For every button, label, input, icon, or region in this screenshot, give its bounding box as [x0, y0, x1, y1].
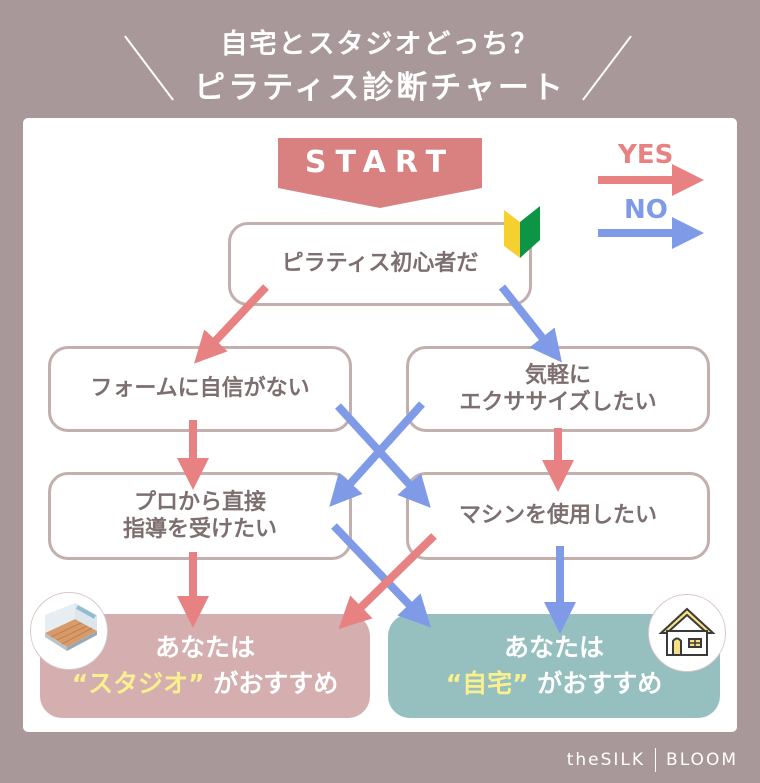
- brand-left: theSILK: [566, 750, 646, 770]
- question-beginner: ピラティス初心者だ: [228, 222, 532, 306]
- question-casual-exercise: 気軽に エクササイズしたい: [406, 346, 710, 432]
- question-pro-instruction-line2: 指導を受けたい: [122, 517, 277, 542]
- result-studio-suffix: がおすすめ: [204, 669, 339, 698]
- question-use-machine: マシンを使用したい: [406, 472, 710, 560]
- question-use-machine-text: マシンを使用したい: [458, 503, 657, 529]
- question-casual-exercise-line2: エクササイズしたい: [459, 390, 657, 415]
- question-pro-instruction-line1: プロから直接: [133, 489, 266, 515]
- legend-no-label: NO: [624, 195, 668, 225]
- brand-logo: theSILK BLOOM: [567, 748, 738, 772]
- legend-yes-label: YES: [618, 140, 674, 170]
- studio-room-icon: [30, 592, 108, 670]
- question-form-confidence-text: フォームに自信がない: [90, 376, 310, 402]
- question-casual-exercise-line1: 気軽に: [524, 362, 591, 388]
- brand-right: BLOOM: [666, 750, 738, 770]
- result-studio-highlight: “スタジオ”: [71, 669, 205, 698]
- result-home-line2: “自宅” がおすすめ: [446, 666, 663, 702]
- result-home-line1: あなたは: [503, 632, 604, 662]
- question-form-confidence: フォームに自信がない: [48, 346, 352, 432]
- question-pro-instruction: プロから直接 指導を受けたい: [48, 472, 352, 560]
- page-title-line2: ピラティス診断チャート: [194, 70, 566, 106]
- house-icon: [648, 594, 726, 672]
- result-studio-line2: “スタジオ” がおすすめ: [72, 666, 339, 702]
- brand-separator: [655, 748, 657, 772]
- result-home-highlight: “自宅”: [445, 669, 529, 698]
- start-banner: START: [278, 138, 482, 188]
- page-title-line1: 自宅とスタジオどっち？: [220, 29, 540, 60]
- result-home-suffix: がおすすめ: [528, 669, 663, 698]
- question-beginner-text: ピラティス初心者だ: [281, 251, 479, 277]
- result-studio-line1: あなたは: [154, 632, 255, 662]
- start-banner-tip: [278, 188, 482, 208]
